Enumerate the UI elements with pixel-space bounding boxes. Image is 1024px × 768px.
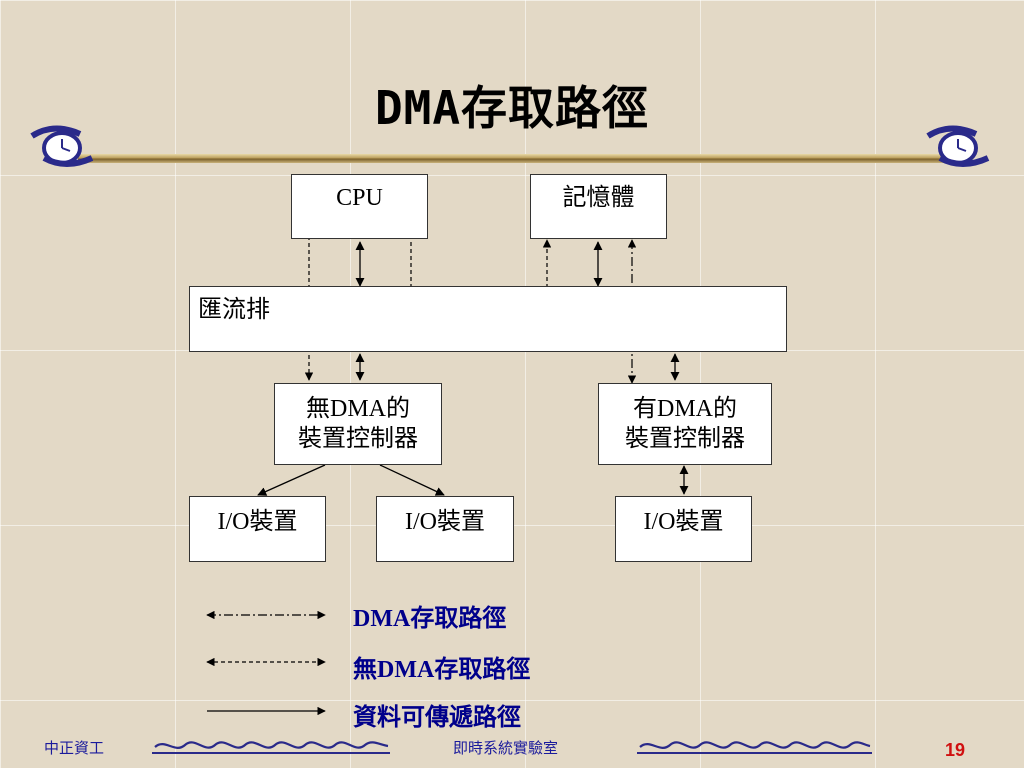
controller-dma-line2: 裝置控制器 [625,426,745,452]
legend-data-path-label: 資料可傳遞路徑 [353,705,521,731]
io-device-box-3: I/O裝置 [615,496,752,562]
cpu-label: CPU [336,185,383,211]
legend-no-dma-path-label: 無DMA存取路徑 [353,657,531,683]
controller-dma-box: 有DMA的 裝置控制器 [598,383,772,465]
bus-label: 匯流排 [198,297,270,323]
controller-io1-link [257,464,326,496]
cpu-box: CPU [291,174,428,239]
legend-dma-path-label: DMA存取路徑 [353,606,507,632]
title-underline [78,154,946,163]
memory-box: 記憶體 [530,174,667,239]
clock-icon [30,125,94,167]
controller-no-dma-line2: 裝置控制器 [298,426,418,452]
controller-io2-link [379,464,445,496]
controller-no-dma-line1: 無DMA的 [305,396,410,422]
clock-icon [926,125,990,167]
io-device-label-3: I/O裝置 [643,509,724,535]
footer-dept: 中正資工 [44,739,105,757]
loop-decoration-icon [152,741,390,754]
io-device-label-2: I/O裝置 [405,509,485,535]
loop-decoration-icon [637,741,872,754]
io-device-box-2: I/O裝置 [376,496,514,562]
footer-lab: 即時系統實驗室 [453,739,559,757]
io-device-label-1: I/O裝置 [217,509,298,535]
bus-box: 匯流排 [189,286,787,352]
page-number: 19 [945,740,966,760]
controller-no-dma-box: 無DMA的 裝置控制器 [274,383,442,465]
page-title: DMA存取路徑 [374,81,650,135]
memory-label: 記憶體 [562,185,635,211]
controller-dma-line1: 有DMA的 [632,396,737,422]
io-device-box-1: I/O裝置 [189,496,326,562]
